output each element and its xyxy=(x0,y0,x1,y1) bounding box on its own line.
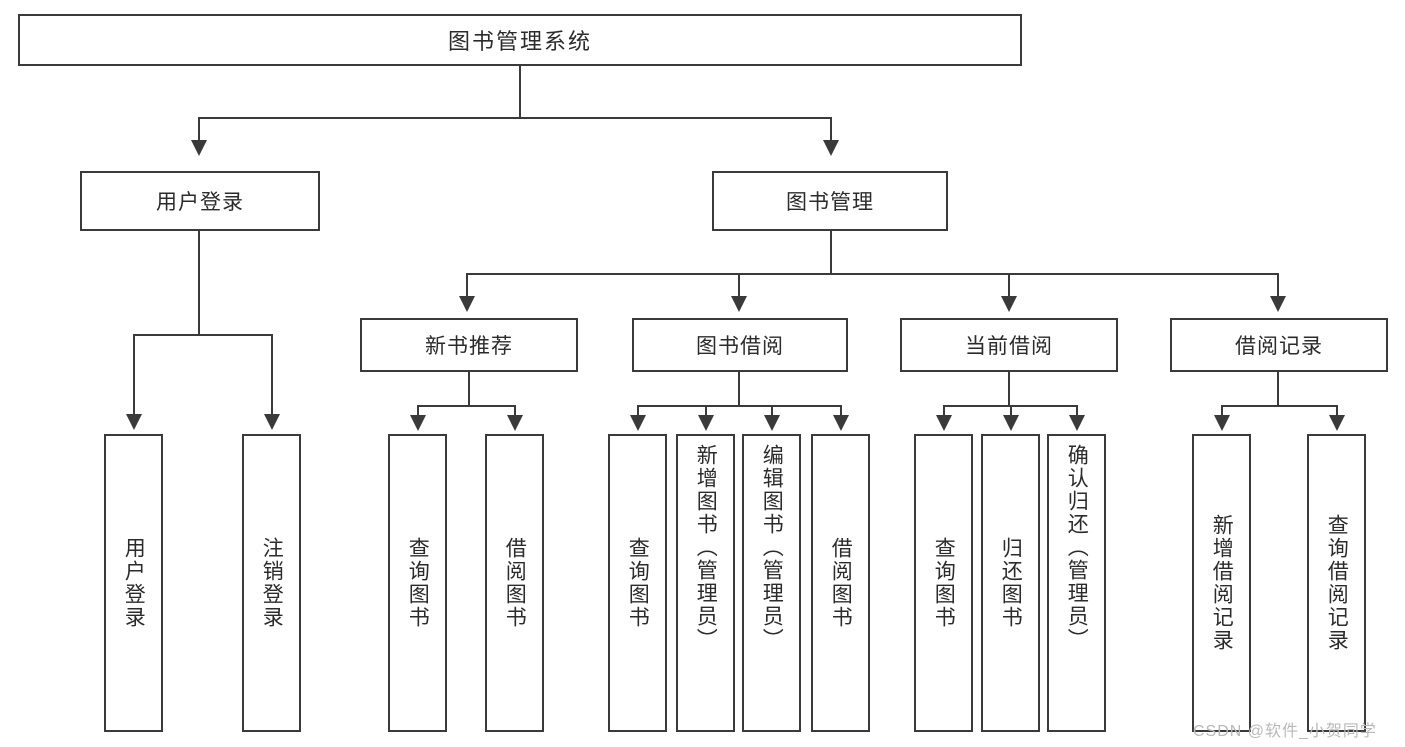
connector-rec-to-l1 xyxy=(417,405,419,417)
arrow-current-to-l3 xyxy=(1069,415,1085,431)
connector-root-to-book xyxy=(830,117,832,142)
connector-borrow-to-l4 xyxy=(840,405,842,417)
node-borrow-record-label: 借阅记录 xyxy=(1235,335,1323,358)
arrow-root-to-book xyxy=(823,140,839,156)
connector-record-to-l1 xyxy=(1221,405,1223,417)
connector-bookmgmt-to-record xyxy=(1277,273,1279,298)
arrow-user-to-leaf1 xyxy=(126,414,142,430)
leaf-rec-borrow-book[interactable]: 借阅图书 xyxy=(485,434,544,732)
connector-record-bar xyxy=(1221,405,1337,407)
node-current-borrow-label: 当前借阅 xyxy=(965,335,1053,358)
leaf-current-query-book[interactable]: 查询图书 xyxy=(914,434,973,732)
node-book-management-label: 图书管理 xyxy=(786,191,874,214)
leaf-record-query-label: 查询借阅记录 xyxy=(1325,514,1349,652)
node-root-label: 图书管理系统 xyxy=(447,29,592,54)
leaf-borrow-borrow-book-label: 借阅图书 xyxy=(829,537,853,629)
connector-user-to-leaf2 xyxy=(271,334,273,416)
connector-bookmgmt-to-borrow xyxy=(738,273,740,298)
connector-borrow-stem xyxy=(738,372,740,406)
leaf-borrow-query-book[interactable]: 查询图书 xyxy=(608,434,667,732)
connector-rec-to-l2 xyxy=(514,405,516,417)
leaf-current-query-book-label: 查询图书 xyxy=(932,537,956,629)
watermark: CSDN @软件_小贺同学 xyxy=(1193,723,1377,740)
connector-rec-stem xyxy=(468,372,470,406)
leaf-rec-query-book[interactable]: 查询图书 xyxy=(388,434,447,732)
arrow-root-to-user xyxy=(191,140,207,156)
connector-current-to-l3 xyxy=(1076,405,1078,417)
arrow-current-to-l1 xyxy=(936,415,952,431)
connector-user-to-leaf1 xyxy=(133,334,135,416)
arrow-bookmgmt-to-current xyxy=(1001,296,1017,312)
leaf-user-login-label: 用户登录 xyxy=(122,537,146,629)
arrow-record-to-l1 xyxy=(1214,415,1230,431)
connector-bookmgmt-to-rec xyxy=(466,273,468,298)
leaf-borrow-add-book[interactable]: 新增图书（管理员） xyxy=(676,434,735,732)
connector-current-stem xyxy=(1008,372,1010,406)
arrow-borrow-to-l3 xyxy=(764,415,780,431)
leaf-record-query[interactable]: 查询借阅记录 xyxy=(1307,434,1366,732)
node-current-borrow[interactable]: 当前借阅 xyxy=(900,318,1118,372)
arrow-bookmgmt-to-record xyxy=(1270,296,1286,312)
connector-borrow-to-l2 xyxy=(705,405,707,417)
arrow-borrow-to-l1 xyxy=(630,415,646,431)
connector-borrow-bar xyxy=(637,405,841,407)
arrow-borrow-to-l2 xyxy=(698,415,714,431)
arrow-rec-to-l2 xyxy=(507,415,523,431)
connector-current-to-l2 xyxy=(1010,405,1012,417)
leaf-rec-query-book-label: 查询图书 xyxy=(406,537,430,629)
leaf-record-add-label: 新增借阅记录 xyxy=(1210,514,1234,652)
arrow-record-to-l2 xyxy=(1329,415,1345,431)
leaf-borrow-add-book-label: 新增图书（管理员） xyxy=(694,444,718,651)
connector-user-bar xyxy=(133,334,273,336)
node-new-book-recommend[interactable]: 新书推荐 xyxy=(360,318,578,372)
connector-root-to-user xyxy=(198,117,200,142)
node-new-book-recommend-label: 新书推荐 xyxy=(425,335,513,358)
connector-borrow-to-l3 xyxy=(771,405,773,417)
arrow-borrow-to-l4 xyxy=(833,415,849,431)
connector-borrow-to-l1 xyxy=(637,405,639,417)
node-borrow-record[interactable]: 借阅记录 xyxy=(1170,318,1388,372)
leaf-current-confirm-return[interactable]: 确认归还（管理员） xyxy=(1047,434,1106,732)
leaf-current-confirm-return-label: 确认归还（管理员） xyxy=(1065,444,1089,651)
connector-bookmgmt-bar xyxy=(466,273,1278,275)
connector-bookmgmt-stem xyxy=(830,231,832,274)
connector-bookmgmt-to-current xyxy=(1008,273,1010,298)
connector-rec-bar xyxy=(417,405,515,407)
arrow-bookmgmt-to-borrow xyxy=(731,296,747,312)
leaf-user-logout-label: 注销登录 xyxy=(260,537,284,629)
node-book-borrow-label: 图书借阅 xyxy=(696,335,784,358)
leaf-borrow-query-book-label: 查询图书 xyxy=(626,537,650,629)
leaf-current-return-book[interactable]: 归还图书 xyxy=(981,434,1040,732)
connector-root-stem xyxy=(519,66,521,118)
leaf-borrow-borrow-book[interactable]: 借阅图书 xyxy=(811,434,870,732)
connector-user-stem xyxy=(198,231,200,335)
arrow-bookmgmt-to-rec xyxy=(459,296,475,312)
leaf-user-login[interactable]: 用户登录 xyxy=(104,434,163,732)
connector-record-to-l2 xyxy=(1336,405,1338,417)
leaf-current-return-book-label: 归还图书 xyxy=(999,537,1023,629)
leaf-rec-borrow-book-label: 借阅图书 xyxy=(503,537,527,629)
arrow-current-to-l2 xyxy=(1003,415,1019,431)
node-root[interactable]: 图书管理系统 xyxy=(18,14,1022,66)
leaf-record-add[interactable]: 新增借阅记录 xyxy=(1192,434,1251,732)
connector-root-bar xyxy=(198,117,832,119)
connector-current-to-l1 xyxy=(943,405,945,417)
arrow-rec-to-l1 xyxy=(410,415,426,431)
node-user-login[interactable]: 用户登录 xyxy=(80,171,320,231)
connector-record-stem xyxy=(1277,372,1279,406)
node-user-login-label: 用户登录 xyxy=(156,191,244,214)
arrow-user-to-leaf2 xyxy=(264,414,280,430)
leaf-borrow-edit-book[interactable]: 编辑图书（管理员） xyxy=(742,434,801,732)
node-book-management[interactable]: 图书管理 xyxy=(712,171,948,231)
node-book-borrow[interactable]: 图书借阅 xyxy=(632,318,848,372)
leaf-user-logout[interactable]: 注销登录 xyxy=(242,434,301,732)
leaf-borrow-edit-book-label: 编辑图书（管理员） xyxy=(760,444,784,651)
